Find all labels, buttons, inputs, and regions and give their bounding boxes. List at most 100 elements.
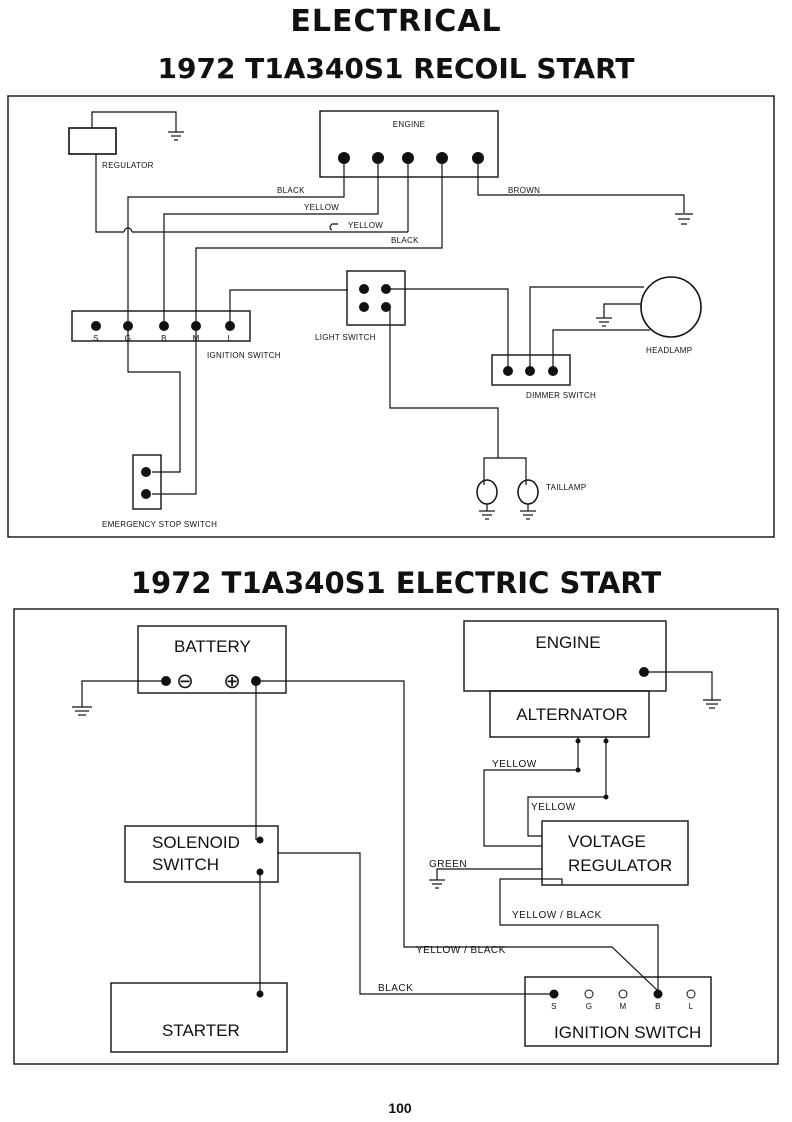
starter-box <box>110 982 288 1053</box>
battery-box <box>137 625 287 694</box>
page-number: 100 <box>388 1100 412 1116</box>
light-switch-box <box>346 270 406 326</box>
e-ignition-terminal-b <box>653 989 663 999</box>
yellow-wire-1 <box>163 158 379 326</box>
starter-terminal <box>256 990 264 998</box>
voltage-regulator-box <box>541 820 689 886</box>
e-ignition-l-label: L <box>689 1002 694 1011</box>
yellow-wire-electric-1-label: YELLOW <box>492 759 537 770</box>
alternator-label: ALTERNATOR <box>516 705 627 724</box>
emergency-stop-switch-label: EMERGENCY STOP SWITCH <box>102 520 217 529</box>
yellow-wire-electric-2 <box>527 737 607 837</box>
solenoid-terminal-top <box>256 836 264 844</box>
e-ignition-s-label: S <box>551 1002 557 1011</box>
solenoid-terminal-bottom <box>256 868 264 876</box>
voltage-regulator-label-line2: REGULATOR <box>568 856 672 875</box>
yellow-wire-2-label: YELLOW <box>348 221 383 230</box>
solenoid-switch-box <box>124 825 279 883</box>
battery-positive-icon: ⊕ <box>223 670 241 693</box>
alternator-box <box>489 690 650 738</box>
black-wire-2-label: BLACK <box>391 236 419 245</box>
light-switch-terminal-1 <box>359 284 369 294</box>
yellow-wire-2 <box>195 158 443 326</box>
electric-engine-label: ENGINE <box>535 633 600 652</box>
recoil-start-title: 1972 T1A340S1 RECOIL START <box>157 52 635 85</box>
dimmer-terminal-1 <box>503 366 513 376</box>
dimmer-terminal-2 <box>525 366 535 376</box>
dimmer-switch-label: DIMMER SWITCH <box>526 391 596 400</box>
taillamp-bulb-right <box>517 479 539 505</box>
headlamp-label: HEADLAMP <box>646 346 692 355</box>
engine-ground-icon <box>703 699 721 709</box>
engine-terminal-4 <box>436 152 448 164</box>
yellow-junction-1 <box>575 767 581 773</box>
e-ignition-terminal-m <box>618 989 628 999</box>
brown-wire-label: BROWN <box>508 186 540 195</box>
yellow-black-wire-1 <box>256 680 658 991</box>
yellow-black-wire-1-label: YELLOW / BLACK <box>416 945 506 956</box>
brown-wire <box>477 158 685 213</box>
light-to-dimmer-wire <box>386 288 509 371</box>
black-wire-1-label: BLACK <box>277 186 305 195</box>
battery-label: BATTERY <box>174 637 251 656</box>
alternator-terminal-1 <box>575 738 581 744</box>
starter-label: STARTER <box>162 1021 240 1040</box>
ignition-l-to-light-wire <box>229 289 348 326</box>
electric-start-title: 1972 T1A340S1 ELECTRIC START <box>130 566 662 600</box>
engine-box <box>319 110 499 178</box>
dimmer-switch-box <box>491 354 571 386</box>
e-ignition-g-label: G <box>586 1002 593 1011</box>
regulator-output-wire <box>95 154 124 233</box>
alternator-terminal-2 <box>603 738 609 744</box>
recoil-diagram-frame <box>7 95 775 538</box>
ignition-terminal-b <box>159 321 169 331</box>
engine-label: ENGINE <box>393 120 425 129</box>
estop-terminal-1 <box>141 467 151 477</box>
yellow-wire-electric-1 <box>483 737 579 847</box>
engine-ground-terminal <box>639 667 649 677</box>
light-to-taillamp-wire <box>386 306 499 485</box>
emergency-stop-switch-box <box>132 454 162 510</box>
open-terminals <box>584 989 696 999</box>
light-switch-terminal-3 <box>359 302 369 312</box>
dimmer-to-headlamp-wire-2 <box>552 329 650 371</box>
yellow-black-wire-2 <box>499 878 659 994</box>
regulator-box <box>68 127 117 155</box>
e-ignition-m-label: M <box>620 1002 627 1011</box>
green-wire <box>436 868 542 880</box>
engine-ground-wire <box>644 671 713 700</box>
yellow-wire-electric-2-label: YELLOW <box>531 802 576 813</box>
battery-neg-terminal <box>161 676 171 686</box>
ignition-terminal-m <box>191 321 201 331</box>
taillamp-label: TAILLAMP <box>546 483 587 492</box>
ignition-terminal-b-label: B <box>161 334 167 343</box>
engine-terminal-1 <box>338 152 350 164</box>
green-wire-label: GREEN <box>429 859 467 870</box>
engine-terminal-2 <box>372 152 384 164</box>
e-ignition-b-label: B <box>655 1002 661 1011</box>
engine-terminal-5 <box>472 152 484 164</box>
ignition-terminal-s <box>91 321 101 331</box>
solenoid-label-line2: SWITCH <box>152 855 219 874</box>
black-wire-electric <box>278 852 554 995</box>
ignition-terminal-m-label: M <box>193 334 200 343</box>
taillamp-branch-wire <box>498 457 527 485</box>
light-switch-label: LIGHT SWITCH <box>315 333 376 342</box>
yellow-black-wire-2-label: YELLOW / BLACK <box>512 910 602 921</box>
ignition-terminal-l <box>225 321 235 331</box>
regulator-ground-icon <box>168 131 184 141</box>
ignition-terminal-s-label: S <box>93 334 99 343</box>
battery-ground-icon <box>72 706 92 716</box>
e-ignition-terminal-l <box>686 989 696 999</box>
regulator-ground-wire <box>91 111 177 132</box>
battery-negative-icon: ⊖ <box>176 670 194 693</box>
e-ignition-terminal-s <box>549 989 559 999</box>
battery-ground-wire <box>81 680 166 707</box>
engine-terminal-3 <box>402 152 414 164</box>
electric-ignition-switch-box <box>524 976 712 1047</box>
g-to-estop-wire <box>127 326 181 473</box>
m-to-estop-wire <box>152 326 197 495</box>
taillamp-bulb-left <box>476 479 498 505</box>
estop-terminal-2 <box>141 489 151 499</box>
ignition-terminal-g-label: G <box>125 334 132 343</box>
